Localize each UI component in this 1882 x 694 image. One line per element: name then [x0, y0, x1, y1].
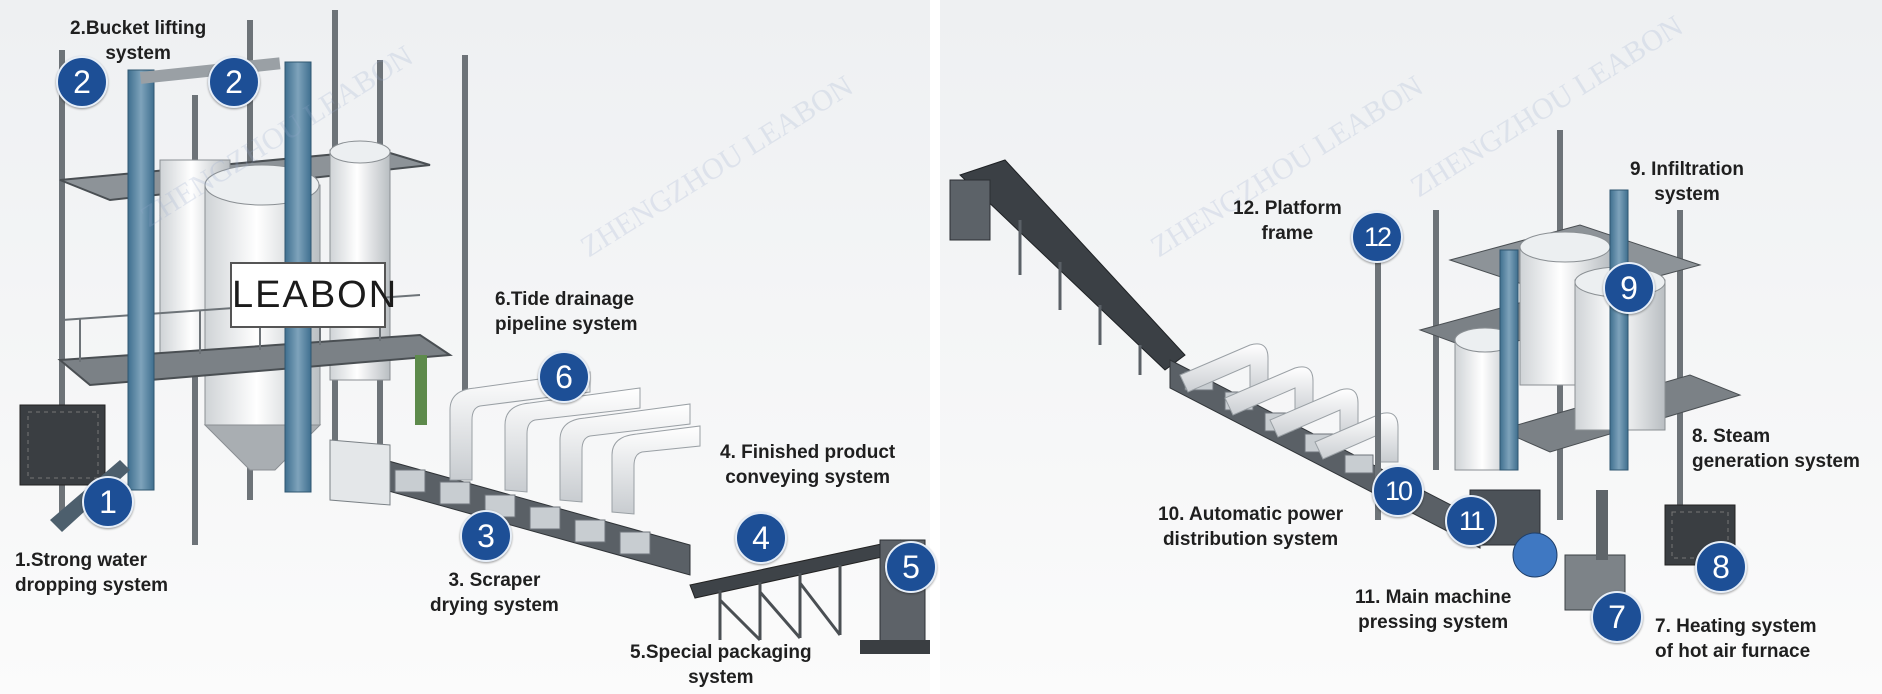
label-4-line-2: conveying system	[725, 467, 890, 488]
label-6: 6.Tide drainage pipeline system	[495, 287, 638, 337]
label-8-line-1: 8. Steam	[1692, 426, 1771, 447]
badge-9: 9	[1603, 262, 1655, 314]
badge-6: 6	[538, 351, 590, 403]
badge-7: 7	[1591, 591, 1643, 643]
label-4: 4. Finished product conveying system	[720, 440, 895, 490]
badge-8: 8	[1695, 541, 1747, 593]
label-8-line-2: generation system	[1692, 451, 1860, 472]
badge-11: 11	[1445, 495, 1497, 547]
label-5: 5.Special packaging system	[630, 640, 812, 690]
panel-divider	[930, 0, 940, 694]
label-9: 9. Infiltration system	[1630, 157, 1744, 207]
label-10-line-1: 10. Automatic power	[1158, 504, 1344, 525]
label-10: 10. Automatic power distribution system	[1158, 502, 1343, 552]
label-7: 7. Heating system of hot air furnace	[1655, 614, 1817, 664]
label-5-line-2: system	[688, 667, 754, 688]
label-7-line-2: of hot air furnace	[1655, 641, 1811, 662]
badge-4: 4	[735, 512, 787, 564]
label-3-line-1: 3. Scraper	[448, 570, 541, 591]
label-11-line-2: pressing system	[1358, 612, 1509, 633]
badge-5: 5	[885, 541, 937, 593]
label-3: 3. Scraper drying system	[430, 568, 559, 618]
badge-12: 12	[1351, 211, 1403, 263]
label-9-line-2: system	[1654, 184, 1720, 205]
label-11-line-1: 11. Main machine	[1355, 587, 1512, 608]
label-12-line-1: 12. Platform	[1233, 198, 1342, 219]
badge-3: 3	[460, 510, 512, 562]
label-2-line-1: 2.Bucket lifting	[70, 18, 207, 39]
label-12-line-2: frame	[1261, 223, 1314, 244]
label-9-line-1: 9. Infiltration	[1630, 159, 1744, 180]
label-5-line-1: 5.Special packaging	[630, 642, 812, 663]
label-3-line-2: drying system	[430, 595, 559, 616]
label-6-line-1: 6.Tide drainage	[495, 289, 635, 310]
badge-1: 1	[82, 476, 134, 528]
label-8: 8. Steam generation system	[1692, 424, 1860, 474]
badge-10: 10	[1372, 465, 1424, 517]
label-11: 11. Main machine pressing system	[1355, 585, 1511, 635]
label-1-line-2: dropping system	[15, 575, 169, 596]
label-7-line-1: 7. Heating system	[1655, 616, 1817, 637]
brand-sign: LEABON	[230, 262, 396, 328]
label-12: 12. Platform frame	[1233, 196, 1342, 246]
label-10-line-2: distribution system	[1162, 529, 1339, 550]
label-6-line-2: pipeline system	[495, 314, 638, 335]
label-1: 1.Strong water dropping system	[15, 548, 168, 598]
label-2: 2.Bucket lifting system	[70, 16, 206, 66]
left-plant-drawing	[19, 10, 930, 654]
label-2-line-2: system	[105, 43, 171, 64]
label-4-line-1: 4. Finished product	[720, 442, 896, 463]
badge-2a: 2	[56, 56, 108, 108]
label-1-line-1: 1.Strong water	[15, 550, 147, 571]
badge-2b: 2	[208, 56, 260, 108]
